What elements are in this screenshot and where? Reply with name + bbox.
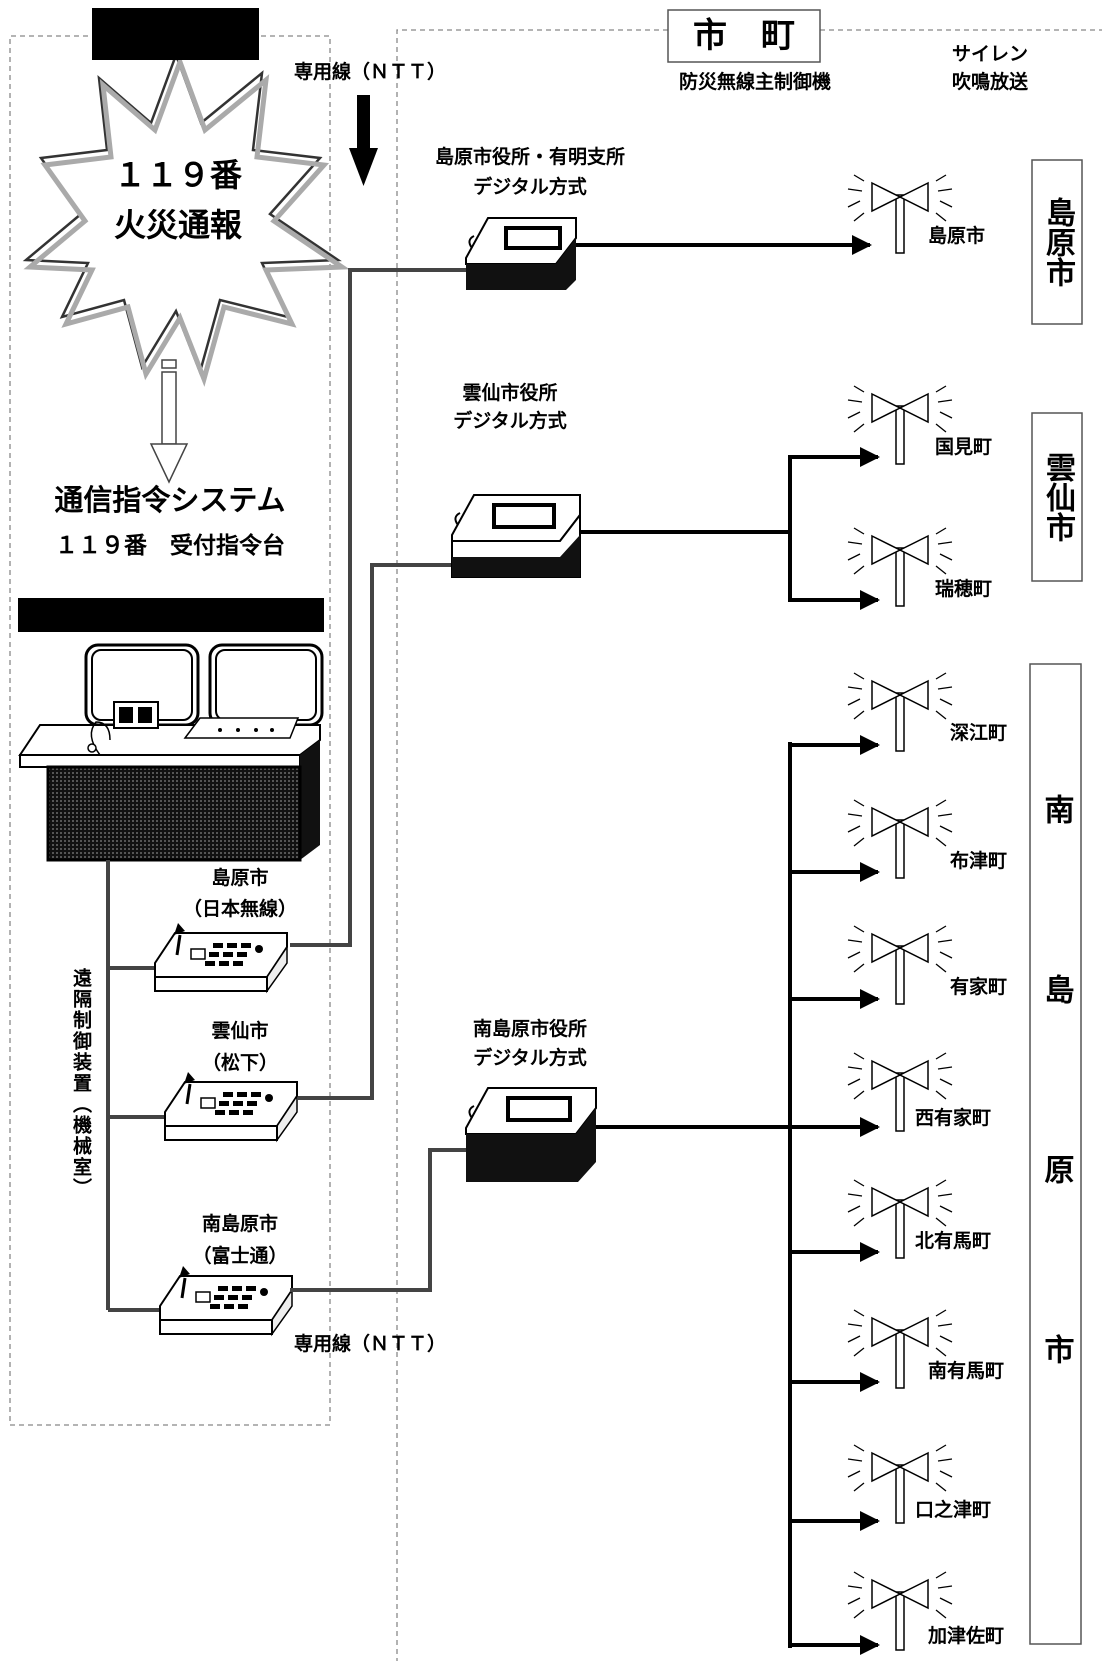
controller-console-icon <box>465 1087 597 1182</box>
municipality-label: 雲仙市 <box>1040 452 1075 542</box>
remote-unit-icon <box>154 923 288 994</box>
remote-unit-city: 南島原市 <box>201 1213 278 1235</box>
siren-icon <box>847 385 953 465</box>
siren-location-label: 加津佐町 <box>928 1625 1005 1647</box>
fire-dept-region <box>9 35 331 1426</box>
city-town-header: 市 町 <box>693 16 795 56</box>
siren-icon <box>847 1444 953 1524</box>
controller-header: 防災無線主制御機 <box>678 71 831 93</box>
siren-location-label: 島原市 <box>928 225 986 247</box>
siren-icon <box>847 672 953 752</box>
dispatch-console-icon <box>18 643 324 862</box>
remote-unit-maker: （松下） <box>201 1052 278 1074</box>
siren-location-label: 西有家町 <box>915 1107 992 1129</box>
command-system-title: 通信指令システム <box>54 483 286 517</box>
remote-unit-maker: （富士通） <box>192 1245 288 1267</box>
fire-report-burst <box>22 51 342 376</box>
siren-location-label: 布津町 <box>950 850 1008 872</box>
siren-icon <box>847 799 953 879</box>
fire-report-line1: １１９番 <box>113 156 242 194</box>
siren-icon <box>847 1571 953 1651</box>
controller-name: 雲仙市役所 <box>462 382 558 404</box>
siren-icon <box>847 527 953 607</box>
remote-unit-city: 島原市 <box>211 867 269 889</box>
siren-location-label: 国見町 <box>935 436 993 458</box>
remote-unit-maker: （日本無線） <box>182 898 297 920</box>
command-system-subtitle: １１９番 受付指令台 <box>55 532 285 559</box>
ntt-down-arrow <box>349 95 378 186</box>
remote-unit-icon <box>159 1266 293 1337</box>
siren-icon <box>847 925 953 1005</box>
controller-console-icon <box>451 494 581 578</box>
siren-location-label: 深江町 <box>950 722 1008 744</box>
report-flow-arrow <box>149 359 189 484</box>
municipal-region <box>396 29 668 1661</box>
siren-icon <box>847 174 953 254</box>
fire-report-line2: 火災通報 <box>113 206 242 244</box>
siren-icon <box>847 1052 953 1132</box>
siren-icon <box>847 1179 953 1259</box>
municipality-label: 島原市 <box>1040 197 1075 287</box>
remote-control-label: 遠隔制御装置（機械室） <box>70 968 92 1199</box>
city-town-box <box>667 9 821 63</box>
dedicated-line-label: 専用線（ＮＴＴ） <box>293 1333 446 1355</box>
controller-name: 島原市役所・有明支所 <box>434 146 625 168</box>
controller-console-icon <box>465 217 577 290</box>
controller-type: デジタル方式 <box>473 1047 587 1069</box>
remote-unit-icon <box>164 1072 298 1143</box>
siren-header-2: 吹鳴放送 <box>951 71 1028 93</box>
controller-type: デジタル方式 <box>473 176 587 198</box>
siren-icon <box>847 1309 953 1389</box>
dedicated-line-label: 専用線（ＮＴＴ） <box>293 61 446 83</box>
controller-type: デジタル方式 <box>453 410 567 432</box>
siren-location-label: 北有馬町 <box>915 1230 992 1252</box>
siren-location-label: 口之津町 <box>915 1499 992 1521</box>
siren-location-label: 有家町 <box>950 976 1008 998</box>
siren-location-label: 南有馬町 <box>928 1360 1005 1382</box>
controller-name: 南島原市役所 <box>472 1018 587 1040</box>
siren-location-label: 瑞穂町 <box>935 578 993 600</box>
siren-header-1: サイレン <box>951 43 1028 65</box>
municipality-label: 南島原市 <box>1038 794 1074 1514</box>
remote-unit-city: 雲仙市 <box>211 1020 269 1042</box>
